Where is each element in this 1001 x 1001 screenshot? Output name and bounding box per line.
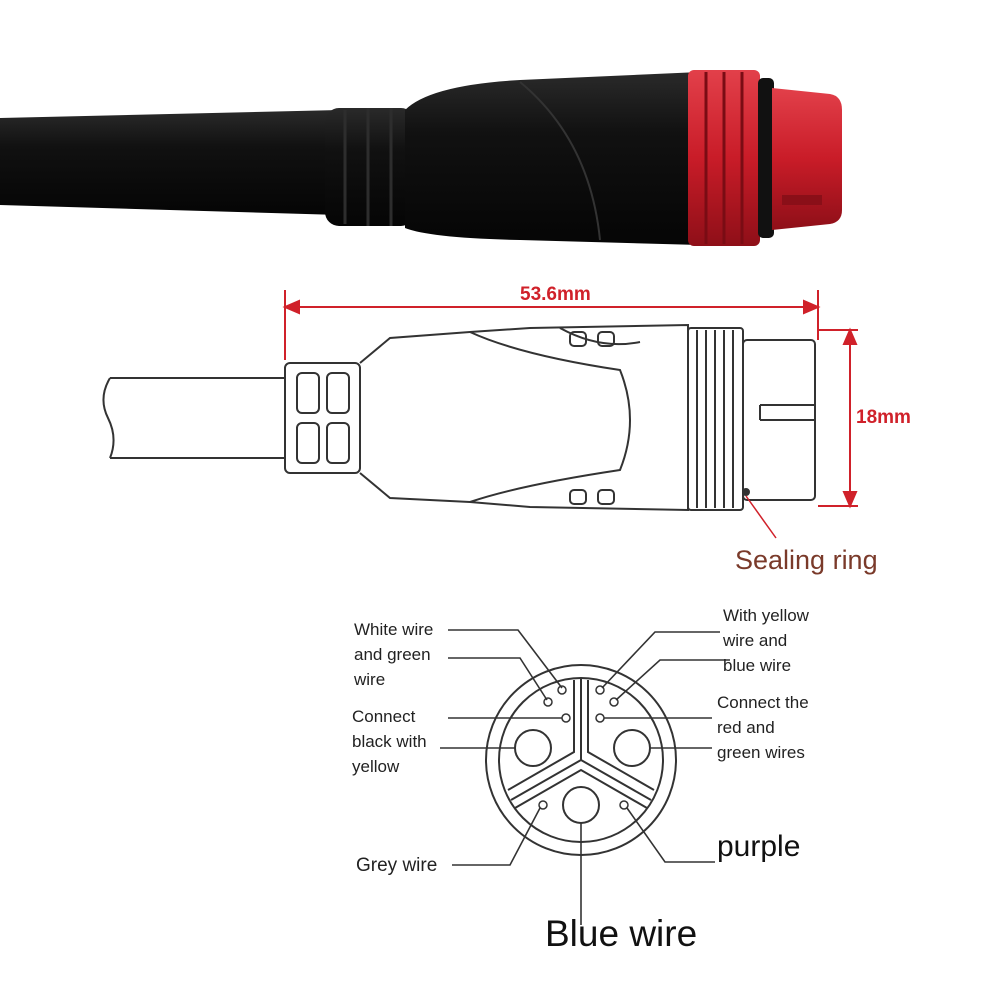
separator-y xyxy=(510,678,652,801)
diameter-dimension: 18mm xyxy=(856,407,911,428)
pin-large-right xyxy=(613,729,651,767)
connector-body xyxy=(405,72,700,245)
connector-photo xyxy=(0,70,842,246)
drawing-cable xyxy=(102,377,285,459)
label-black-yellow: Connect black with yellow xyxy=(352,707,427,776)
cable xyxy=(0,110,340,215)
label-yellow-blue: With yellow wire and blue wire xyxy=(723,606,809,675)
strain-relief xyxy=(325,108,415,226)
label-purple: purple xyxy=(717,830,801,863)
red-tip xyxy=(772,88,842,230)
pin-large-left xyxy=(514,729,552,767)
drawing-body xyxy=(359,323,689,512)
length-dimension: 53.6mm xyxy=(520,284,591,305)
label-white-green: White wire and green wire xyxy=(354,620,434,689)
label-grey: Grey wire xyxy=(356,855,438,876)
pin-large-bottom xyxy=(562,786,600,824)
label-red-green: Connect the red and green wires xyxy=(717,693,809,762)
label-blue: Blue wire xyxy=(545,913,698,954)
dimension-drawing xyxy=(102,290,858,539)
sealing-ring-label: Sealing ring xyxy=(735,545,878,575)
pinout-diagram xyxy=(440,629,730,925)
drawing-grip xyxy=(284,362,361,474)
o-ring xyxy=(758,78,774,238)
